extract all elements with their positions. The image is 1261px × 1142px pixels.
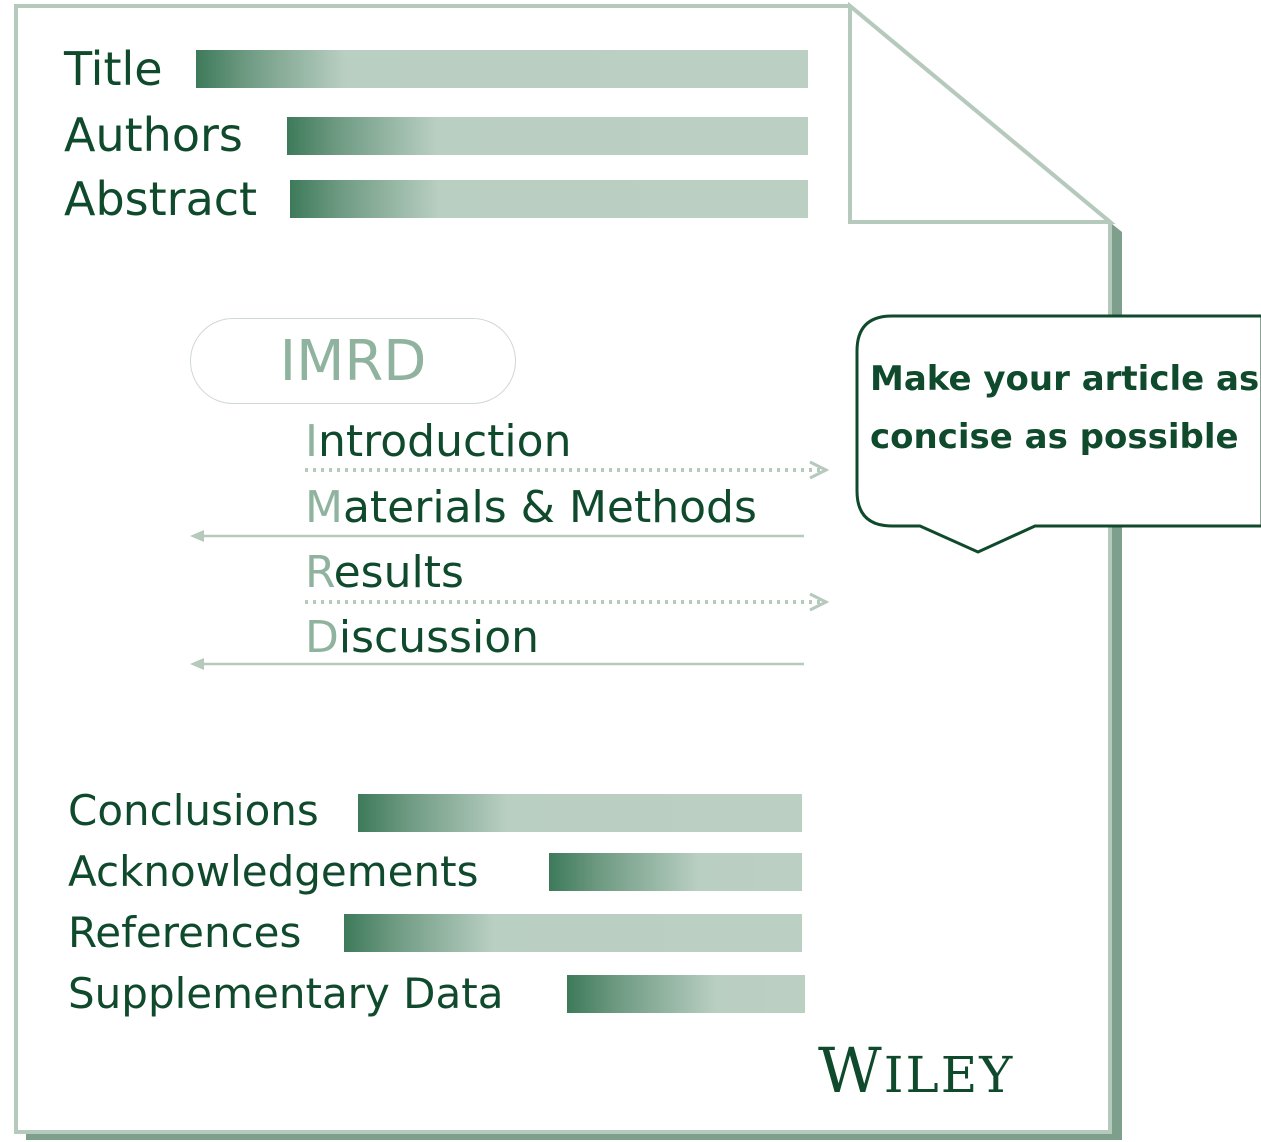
imrd-rest: aterials & Methods bbox=[342, 482, 757, 533]
section-label-references: References bbox=[68, 908, 302, 957]
section-label-conclusions: Conclusions bbox=[68, 786, 319, 835]
section-label-authors: Authors bbox=[64, 108, 243, 162]
page-body bbox=[14, 4, 1112, 1134]
section-bar-title bbox=[196, 50, 808, 88]
section-bar-abstract bbox=[290, 180, 808, 218]
callout-line-2: concise as possible bbox=[870, 417, 1239, 457]
page-folded-corner bbox=[848, 1, 1116, 224]
callout-line-1: Make your article as bbox=[870, 359, 1260, 399]
imrd-item-results: Results bbox=[305, 551, 464, 595]
section-label-abstract: Abstract bbox=[64, 172, 258, 226]
section-bar-conclusions bbox=[358, 794, 802, 832]
speech-bubble bbox=[855, 314, 1261, 554]
imrd-item-discussion: Discussion bbox=[305, 616, 539, 660]
wiley-logo-rest: ILEY bbox=[883, 1046, 1015, 1104]
imrd-item-materials-methods: Materials & Methods bbox=[305, 486, 757, 530]
section-label-title: Title bbox=[64, 42, 163, 96]
section-bar-references bbox=[344, 914, 802, 952]
arrow-head-left-2 bbox=[190, 658, 204, 670]
arrow-head-right-2 bbox=[809, 592, 830, 612]
callout-text-clip: Make your article as concise as possible bbox=[860, 316, 1261, 526]
imrd-rest: esults bbox=[333, 547, 464, 598]
imrd-pill-label: IMRD bbox=[190, 318, 516, 404]
section-bar-authors bbox=[287, 117, 808, 155]
imrd-rest: ntroduction bbox=[317, 416, 572, 467]
imrd-rest: iscussion bbox=[338, 612, 539, 663]
imrd-item-introduction: Introduction bbox=[305, 420, 571, 464]
section-bar-supplementary-data bbox=[567, 975, 805, 1013]
section-bar-acknowledgements bbox=[549, 853, 802, 891]
imrd-initial: I bbox=[305, 416, 318, 467]
imrd-initial: D bbox=[305, 612, 339, 663]
section-label-supplementary-data: Supplementary Data bbox=[68, 969, 504, 1018]
imrd-initial: M bbox=[305, 482, 343, 533]
imrd-initial: R bbox=[305, 547, 334, 598]
section-label-acknowledgements: Acknowledgements bbox=[68, 847, 479, 896]
wiley-logo-initial: W bbox=[818, 1034, 884, 1107]
arrow-head-right-1 bbox=[809, 460, 830, 480]
arrow-head-left-1 bbox=[190, 530, 204, 542]
wiley-logo: WILEY bbox=[818, 1040, 1014, 1102]
